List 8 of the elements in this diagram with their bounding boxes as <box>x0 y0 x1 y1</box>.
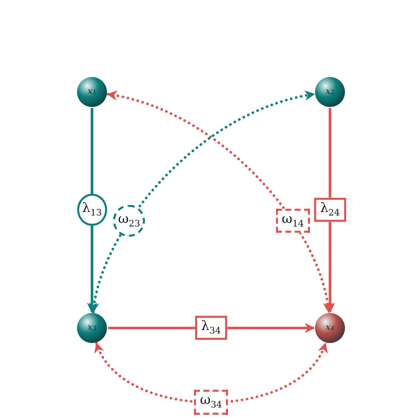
dotted-arrow <box>95 342 327 404</box>
arrow <box>324 108 336 314</box>
edge-label: ω$_{14}$ <box>276 208 310 234</box>
edge-label: λ$_{13}$ <box>77 194 107 226</box>
edge-label: λ$_{24}$ <box>314 198 346 222</box>
edge-label: ω$_{34}$ <box>194 390 228 415</box>
edge-label: λ$_{34}$ <box>195 316 227 340</box>
edge-label: ω$_{23}$ <box>113 204 146 238</box>
